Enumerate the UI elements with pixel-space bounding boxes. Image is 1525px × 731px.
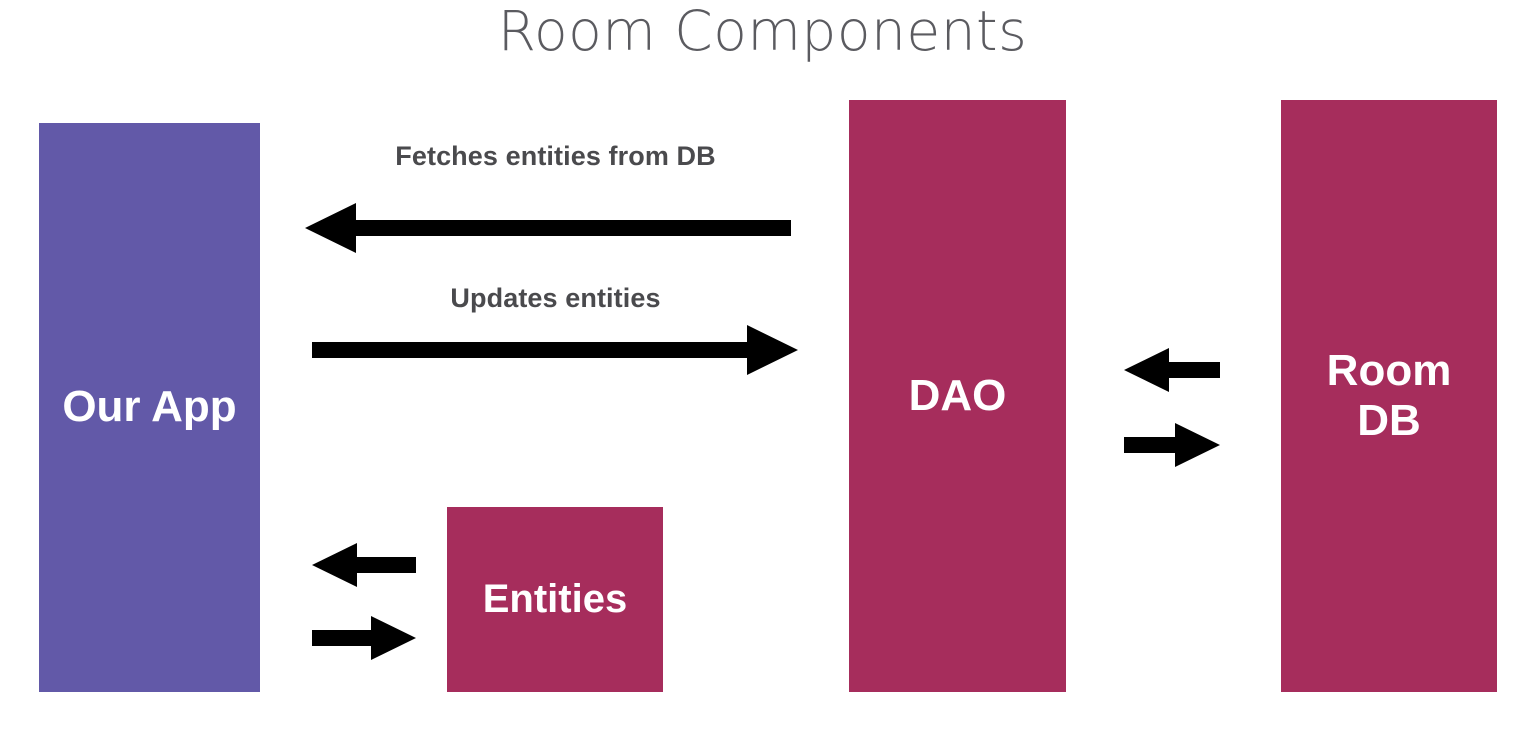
node-room-db-label: Room DB [1326, 345, 1452, 445]
node-room-db[interactable]: Room DB [1281, 100, 1497, 692]
arrow-right-app-to-entities-icon [312, 616, 416, 660]
arrow-right-dao-to-db-icon [1124, 423, 1220, 467]
arrow-right-updates-icon [312, 325, 798, 375]
page-title: Room Components [497, 0, 1028, 63]
arrow-left-fetches-icon [305, 203, 791, 253]
node-our-app[interactable]: Our App [39, 123, 260, 692]
node-dao-label: DAO [908, 370, 1007, 420]
arrow-left-db-to-dao-icon [1124, 348, 1220, 392]
node-our-app-label: Our App [62, 382, 237, 432]
node-entities-label: Entities [482, 576, 628, 621]
arrow-left-entities-to-app-icon [312, 543, 416, 587]
connection-label-updates: Updates entities [450, 283, 661, 313]
node-entities[interactable]: Entities [447, 507, 663, 692]
node-dao[interactable]: DAO [849, 100, 1066, 692]
connection-label-fetches: Fetches entities from DB [395, 141, 716, 171]
